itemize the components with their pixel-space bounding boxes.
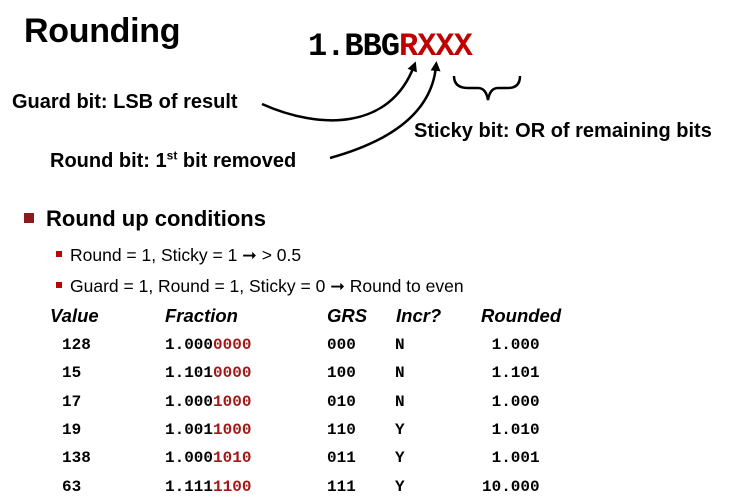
section-heading: Round up conditions (24, 206, 266, 232)
guard-arrow (261, 61, 417, 122)
bullet-item: Guard = 1, Round = 1, Sticky = 0 ➞ Round… (56, 276, 464, 297)
cell-fraction: 1.0001000 (165, 393, 251, 411)
fraction-tail: 1000 (213, 421, 252, 439)
cell-fraction: 1.1010000 (165, 364, 251, 382)
cell-value: 128 (62, 336, 91, 354)
guard-bit-label: Guard bit: LSB of result (12, 91, 238, 113)
sticky-bit-label: Sticky bit: OR of remaining bits (414, 120, 712, 142)
round-bit-label: Round bit: 1st bit removed (50, 148, 297, 173)
fraction-head: 1.101 (165, 364, 214, 382)
fraction-tail: 1010 (213, 449, 252, 467)
cell-rounded: 10.000 (482, 478, 540, 496)
round-arrow (329, 61, 441, 160)
cell-grs: 111 (327, 478, 356, 496)
cell-grs: 000 (327, 336, 356, 354)
cell-fraction: 1.0000000 (165, 336, 251, 354)
header-grs: GRS (327, 305, 368, 326)
round-bit-label-sup: st (166, 148, 178, 163)
bullet-item: Round = 1, Sticky = 1 ➞ > 0.5 (56, 245, 301, 266)
cell-fraction: 1.1111100 (165, 478, 251, 496)
cell-grs: 011 (327, 449, 356, 467)
bullet-text: Guard = 1, Round = 1, Sticky = 0 ➞ Round… (70, 276, 464, 296)
header-rounded: Rounded (481, 305, 562, 326)
slide-title: Rounding (24, 12, 181, 50)
cell-value: 17 (62, 393, 82, 411)
header-value: Value (50, 305, 99, 326)
cell-incr: N (395, 364, 405, 382)
cell-incr: N (395, 393, 405, 411)
bit-pattern: 1.BBGRXXX (308, 28, 473, 65)
header-fraction: Fraction (165, 305, 238, 326)
cell-fraction: 1.0001010 (165, 449, 251, 467)
cell-value: 138 (62, 449, 91, 467)
fraction-head: 1.000 (165, 449, 214, 467)
bit-pattern-prefix: 1.BBG (308, 28, 400, 65)
fraction-tail: 1000 (213, 393, 252, 411)
cell-incr: Y (395, 478, 405, 496)
cell-rounded: 1.010 (482, 421, 540, 439)
fraction-tail: 0000 (213, 336, 252, 354)
cell-value: 15 (62, 364, 82, 382)
bullet-square-icon (56, 282, 62, 288)
cell-rounded: 1.101 (482, 364, 540, 382)
fraction-tail: 0000 (213, 364, 252, 382)
fraction-head: 1.000 (165, 393, 214, 411)
fraction-head: 1.111 (165, 478, 214, 496)
cell-incr: Y (395, 421, 405, 439)
round-bit-label-start: Round bit: 1 (50, 150, 167, 172)
section-heading-text: Round up conditions (46, 206, 266, 231)
cell-value: 19 (62, 421, 82, 439)
cell-rounded: 1.000 (482, 336, 540, 354)
bit-pattern-suffix: RXXX (399, 28, 473, 65)
cell-grs: 010 (327, 393, 356, 411)
cell-rounded: 1.001 (482, 449, 540, 467)
bullet-text: Round = 1, Sticky = 1 ➞ > 0.5 (70, 245, 302, 265)
fraction-head: 1.000 (165, 336, 214, 354)
cell-grs: 110 (327, 421, 356, 439)
cell-fraction: 1.0011000 (165, 421, 251, 439)
header-incr: Incr? (396, 305, 442, 326)
cell-rounded: 1.000 (482, 393, 540, 411)
bullet-square-icon (56, 251, 62, 257)
cell-incr: N (395, 336, 405, 354)
fraction-head: 1.001 (165, 421, 214, 439)
cell-value: 63 (62, 478, 82, 496)
cell-incr: Y (395, 449, 405, 467)
round-bit-label-end: bit removed (177, 150, 297, 172)
cell-grs: 100 (327, 364, 356, 382)
section-bullet-icon (24, 213, 34, 223)
fraction-tail: 1100 (213, 478, 252, 496)
sticky-brace (452, 75, 522, 101)
